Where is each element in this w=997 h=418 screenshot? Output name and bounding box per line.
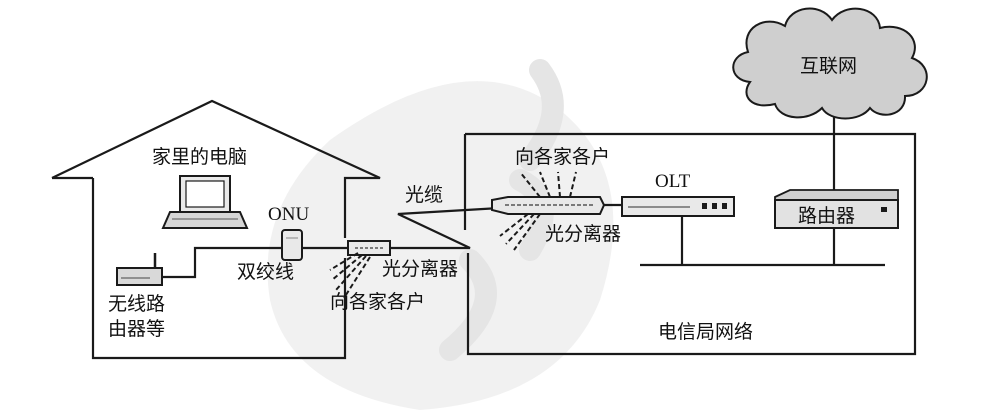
onu-label: ONU (268, 204, 309, 225)
wireless-router-label-line1: 无线路 (108, 293, 165, 315)
office-splitter-fanout-up (519, 171, 577, 198)
olt-device-icon (621, 196, 735, 217)
laptop-icon (161, 175, 249, 229)
optical-splitter-icon (491, 196, 606, 215)
house-outline (51, 99, 381, 360)
fiber-cable-label: 光缆 (405, 184, 443, 206)
twisted-pair-cable (162, 246, 282, 279)
to-each-home-lower-label: 向各家各户 (330, 291, 425, 313)
cloud-icon (732, 7, 928, 120)
office-splitter-fanout-down (499, 213, 541, 251)
fiber-cable (390, 206, 501, 250)
telecom-office-box (465, 132, 917, 356)
router-label: 路由器 (798, 205, 855, 227)
to-each-home-upper-label: 向各家各户 (515, 146, 610, 168)
wireless-router-icon (116, 253, 163, 286)
twisted-pair-label: 双绞线 (237, 261, 294, 283)
home-computer-label: 家里的电脑 (152, 146, 247, 168)
onu-device-icon (281, 229, 303, 261)
splitter-fanout-lines (329, 252, 371, 299)
internet-label: 互联网 (800, 55, 857, 77)
office-splitter-label: 光分离器 (545, 223, 621, 245)
wireless-router-label-line2: 由器等 (108, 318, 165, 340)
home-splitter-label: 光分离器 (382, 258, 458, 280)
olt-label: OLT (655, 171, 691, 192)
telecom-network-label: 电信局网络 (658, 321, 753, 343)
router-device-icon (774, 189, 899, 229)
optical-splitter-icon (347, 240, 391, 256)
